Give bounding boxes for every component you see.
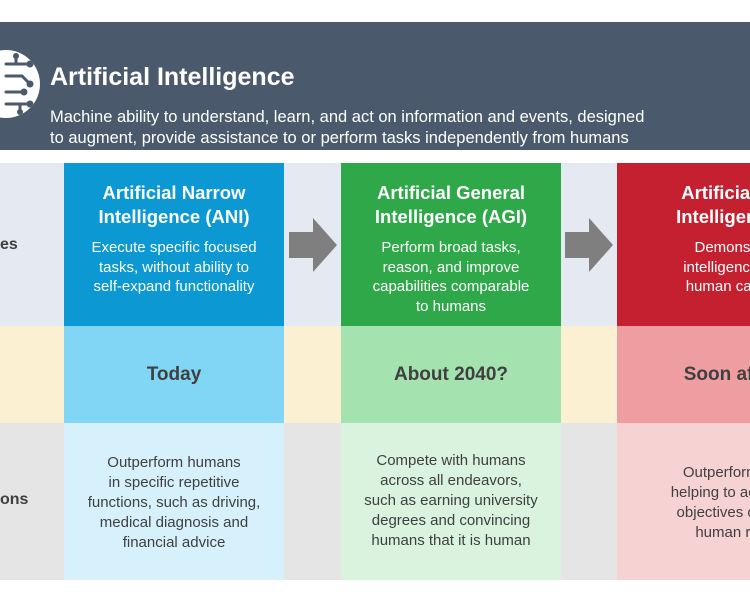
agi-timing: About 2040? <box>393 364 509 385</box>
ani-description-line: Execute specific focused <box>91 239 257 256</box>
ani-description: Execute specific focused tasks, without … <box>64 238 284 297</box>
agi-implications-line: across all endeavors, <box>380 472 522 489</box>
ani-title-line: Intelligence (ANI) <box>98 206 250 227</box>
agi-title-line: Artificial General <box>376 182 526 203</box>
header-description-line: to augment, provide assistance to or per… <box>50 129 629 147</box>
agi-description-line: capabilities comparable <box>372 278 530 295</box>
ani-implications-line: medical diagnosis and <box>99 514 249 531</box>
agi-implications-cell: Compete with humans across all endeavors… <box>341 423 561 580</box>
ani-title-line: Artificial Narrow <box>102 182 246 203</box>
asi-implications-line: objectives or th <box>676 504 750 521</box>
asi-implications-line: Outperform h <box>682 464 750 481</box>
agi-title: Artificial General Intelligence (AGI) <box>341 181 561 229</box>
ani-title-cell: Artificial Narrow Intelligence (ANI) Exe… <box>64 163 284 326</box>
header-banner: Artificial Intelligence Machine ability … <box>0 22 750 150</box>
asi-timing: Soon afte <box>683 364 750 385</box>
row-label-implications: ons <box>0 491 29 508</box>
agi-implications-line: such as earning university <box>364 492 538 509</box>
ani-implications-cell: Outperform humans in specific repetitive… <box>64 423 284 580</box>
ani-timing: Today <box>146 364 202 385</box>
asi-description-line: intelligence b <box>683 258 750 276</box>
arrow-right-icon <box>289 218 337 272</box>
ani-implications-line: financial advice <box>122 534 226 551</box>
arrow-right-icon <box>565 218 613 272</box>
asi-title-cell: Artificial S Intelligence Demonstr intel… <box>617 163 750 326</box>
asi-implications: Outperform h helping to achiev objective… <box>617 463 750 543</box>
asi-title-line: Artificial S <box>681 182 750 203</box>
agi-implications-line: Compete with humans <box>376 452 526 469</box>
asi-implications-cell: Outperform h helping to achiev objective… <box>617 423 750 580</box>
agi-description-line: to humans <box>415 297 487 315</box>
asi-description-line: human capa <box>685 278 750 295</box>
asi-title: Artificial S Intelligence <box>617 181 750 229</box>
agi-implications-line: humans that it is human <box>371 532 531 549</box>
ani-implications-line: Outperform humans <box>107 454 241 471</box>
ani-implications-line: in specific repetitive <box>108 474 240 491</box>
row-label-definition: es <box>0 236 18 253</box>
ani-title: Artificial Narrow Intelligence (ANI) <box>64 181 284 229</box>
ani-description-line: self-expand functionality <box>93 278 255 295</box>
agi-description-line: Perform broad tasks, <box>381 239 521 256</box>
agi-title-cell: Artificial General Intelligence (AGI) Pe… <box>341 163 561 326</box>
asi-description: Demonstr intelligence b human capa <box>617 238 750 297</box>
agi-description-line: reason, and improve <box>382 258 520 276</box>
asi-title-line: Intelligence <box>676 206 750 227</box>
asi-timing-cell: Soon afte <box>617 326 750 423</box>
ani-description-line: tasks, without ability to <box>98 258 250 276</box>
agi-implications: Compete with humans across all endeavors… <box>341 451 561 551</box>
agi-implications-line: degrees and convincing <box>371 512 531 529</box>
header-title: Artificial Intelligence <box>50 63 295 91</box>
agi-timing-cell: About 2040? <box>341 326 561 423</box>
ai-chip-logo <box>0 50 40 118</box>
agi-description: Perform broad tasks, reason, and improve… <box>341 238 561 316</box>
ani-timing-cell: Today <box>64 326 284 423</box>
ani-implications-line: functions, such as driving, <box>87 494 261 511</box>
agi-title-line: Intelligence (AGI) <box>374 206 528 227</box>
ani-implications: Outperform humans in specific repetitive… <box>64 453 284 553</box>
header-description-line: Machine ability to understand, learn, an… <box>50 108 645 126</box>
asi-description-line: Demonstr <box>694 239 750 256</box>
asi-implications-line: helping to achiev <box>670 484 750 501</box>
header-description: Machine ability to understand, learn, an… <box>50 107 750 149</box>
asi-implications-line: human ra <box>695 524 750 541</box>
